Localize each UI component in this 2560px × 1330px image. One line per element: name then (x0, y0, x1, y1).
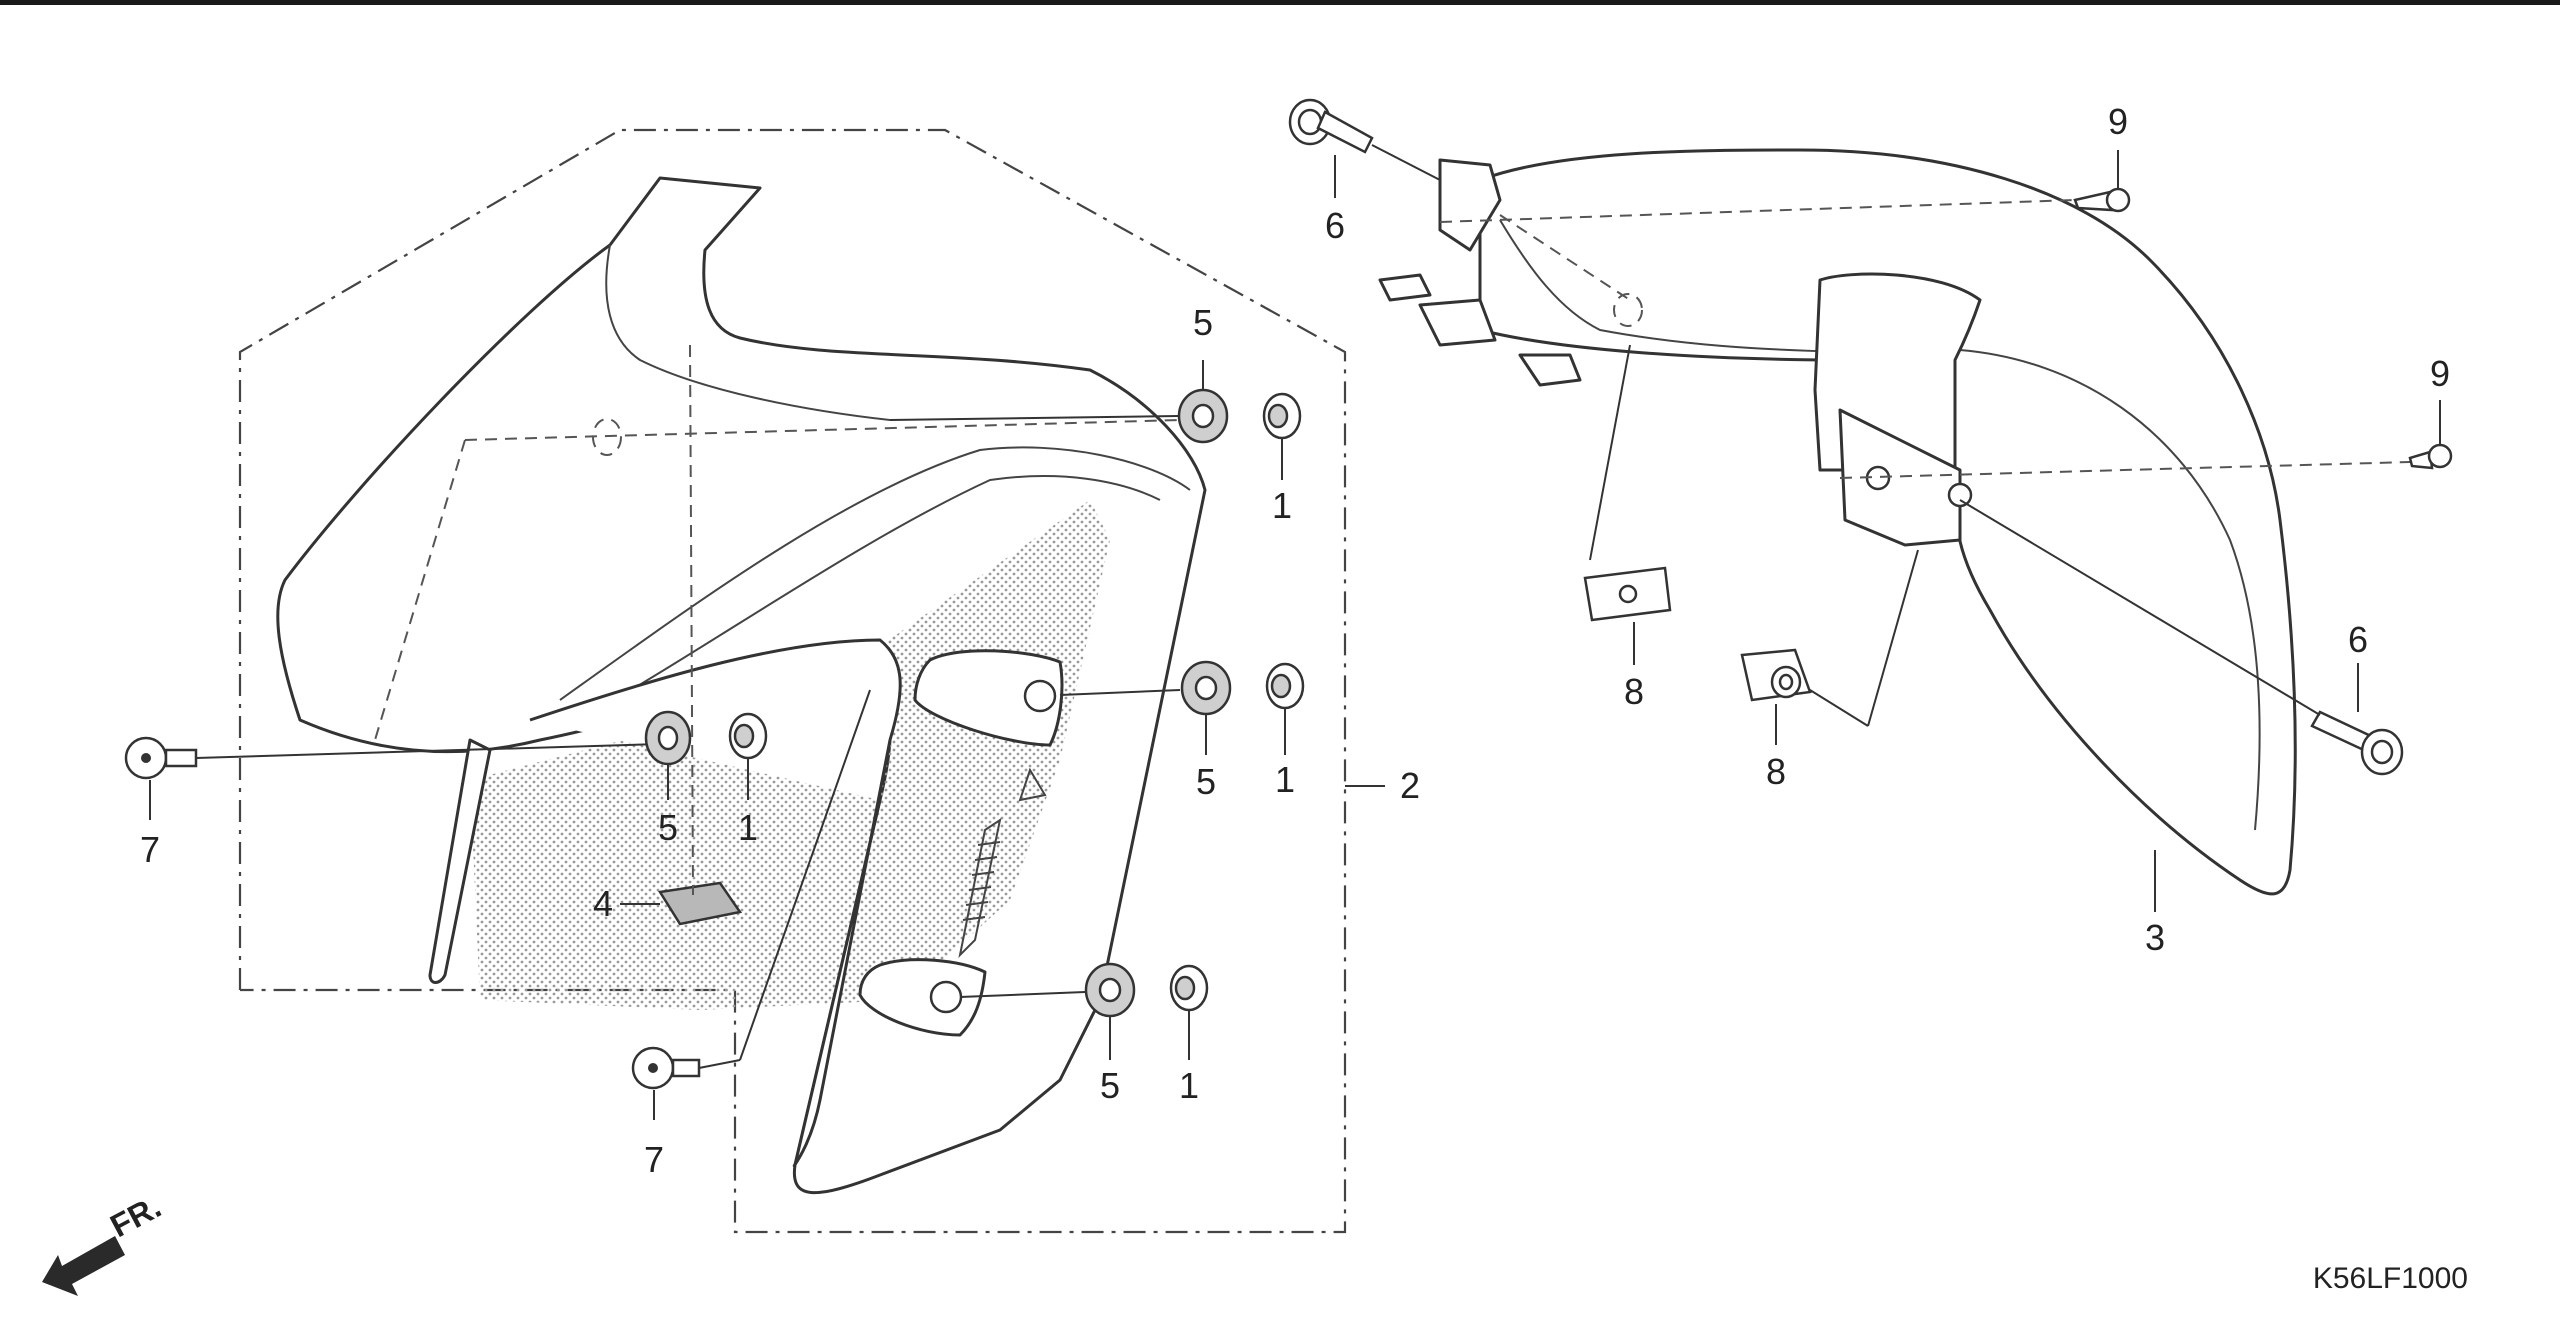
rear-hidden-line-1 (1439, 199, 2076, 223)
fender-panel-line-1 (605, 244, 891, 421)
grommet-set-left (644, 710, 768, 800)
grommet-set-bottom (959, 962, 1209, 1060)
callout-7-left: 7 (140, 829, 160, 870)
leader-top-grommet (889, 415, 1179, 421)
warning-label (958, 767, 1047, 959)
callout-3: 3 (2145, 917, 2165, 958)
grommet-pocket-lower (858, 958, 987, 1037)
rear-fender-bracket (1838, 408, 1962, 547)
rear-fender-assembly (1378, 148, 2411, 896)
front-direction-arrow-icon (42, 1236, 125, 1296)
rear-fender-inner-curve (1959, 349, 2261, 831)
fender-panel-line-3 (579, 475, 1161, 721)
fender-inner-blade (529, 638, 902, 1168)
emblem-sticker (657, 881, 743, 926)
rear-hidden-line-3 (1839, 461, 2411, 479)
callout-5-top: 5 (1193, 302, 1213, 343)
rear-fender-rib (1499, 219, 1851, 353)
callout-5-middle: 5 (1196, 761, 1216, 802)
rear-fender-tab-upper (1378, 273, 1432, 302)
callout-5-bottom: 5 (1100, 1065, 1120, 1106)
rear-fender-tab-foot (1518, 353, 1582, 387)
pocket-hole-lower (929, 980, 963, 1014)
callout-1-middle: 1 (1275, 759, 1295, 800)
callout-8-left: 8 (1624, 671, 1644, 712)
callout-8-right: 8 (1766, 751, 1786, 792)
callout-1-left: 1 (738, 807, 758, 848)
callout-7-bottom: 7 (644, 1139, 664, 1180)
front-direction-indicator: FR. (42, 1188, 167, 1296)
callout-9-right: 9 (2430, 353, 2450, 394)
assembly-boundary-2 (238, 128, 1347, 1234)
callout-6-top: 6 (1325, 205, 1345, 246)
grommet-pocket-upper (913, 649, 1064, 747)
diagram-code: K56LF1000 (2313, 1262, 2468, 1295)
screw-9-right (2408, 400, 2453, 470)
callout-1-top: 1 (1272, 485, 1292, 526)
rear-fender-front-clip (1438, 158, 1502, 252)
bolt-7-left (124, 736, 661, 820)
pocket-hole-upper (1023, 679, 1057, 713)
hidden-line-2 (374, 439, 466, 741)
callout-4: 4 (593, 883, 613, 924)
clip-nut-8-left (1583, 344, 1672, 665)
front-fender-assembly (276, 176, 1207, 1195)
warning-label-stripes (962, 841, 1001, 921)
rear-hidden-hole (1613, 293, 1643, 327)
callout-9-top: 9 (2108, 101, 2128, 142)
callout-2: 2 (1400, 765, 1420, 806)
screw-9-top (2073, 150, 2131, 213)
callout-1-bottom: 1 (1179, 1065, 1199, 1106)
rear-fender-tab-lower (1418, 298, 1497, 347)
rear-hidden-line-2 (1499, 214, 1631, 301)
bolt-6-right (1959, 499, 2404, 776)
callout-5-left: 5 (658, 807, 678, 848)
bracket-hole-right (1947, 482, 1973, 508)
hidden-hole (592, 418, 622, 456)
front-direction-label: FR. (104, 1188, 166, 1244)
hidden-line-3 (689, 344, 694, 896)
top-border-rule (0, 0, 2560, 5)
grommet-set-top (1177, 360, 1302, 480)
callout-6-right: 6 (2348, 619, 2368, 660)
fender-strut (428, 738, 492, 984)
clip-nut-8-right (1740, 549, 1919, 745)
bolt-7-bottom (631, 689, 871, 1120)
fender-panel-line-2 (559, 446, 1191, 701)
grommet-set-middle (1059, 660, 1305, 755)
bolt-6-top (1288, 98, 1441, 198)
